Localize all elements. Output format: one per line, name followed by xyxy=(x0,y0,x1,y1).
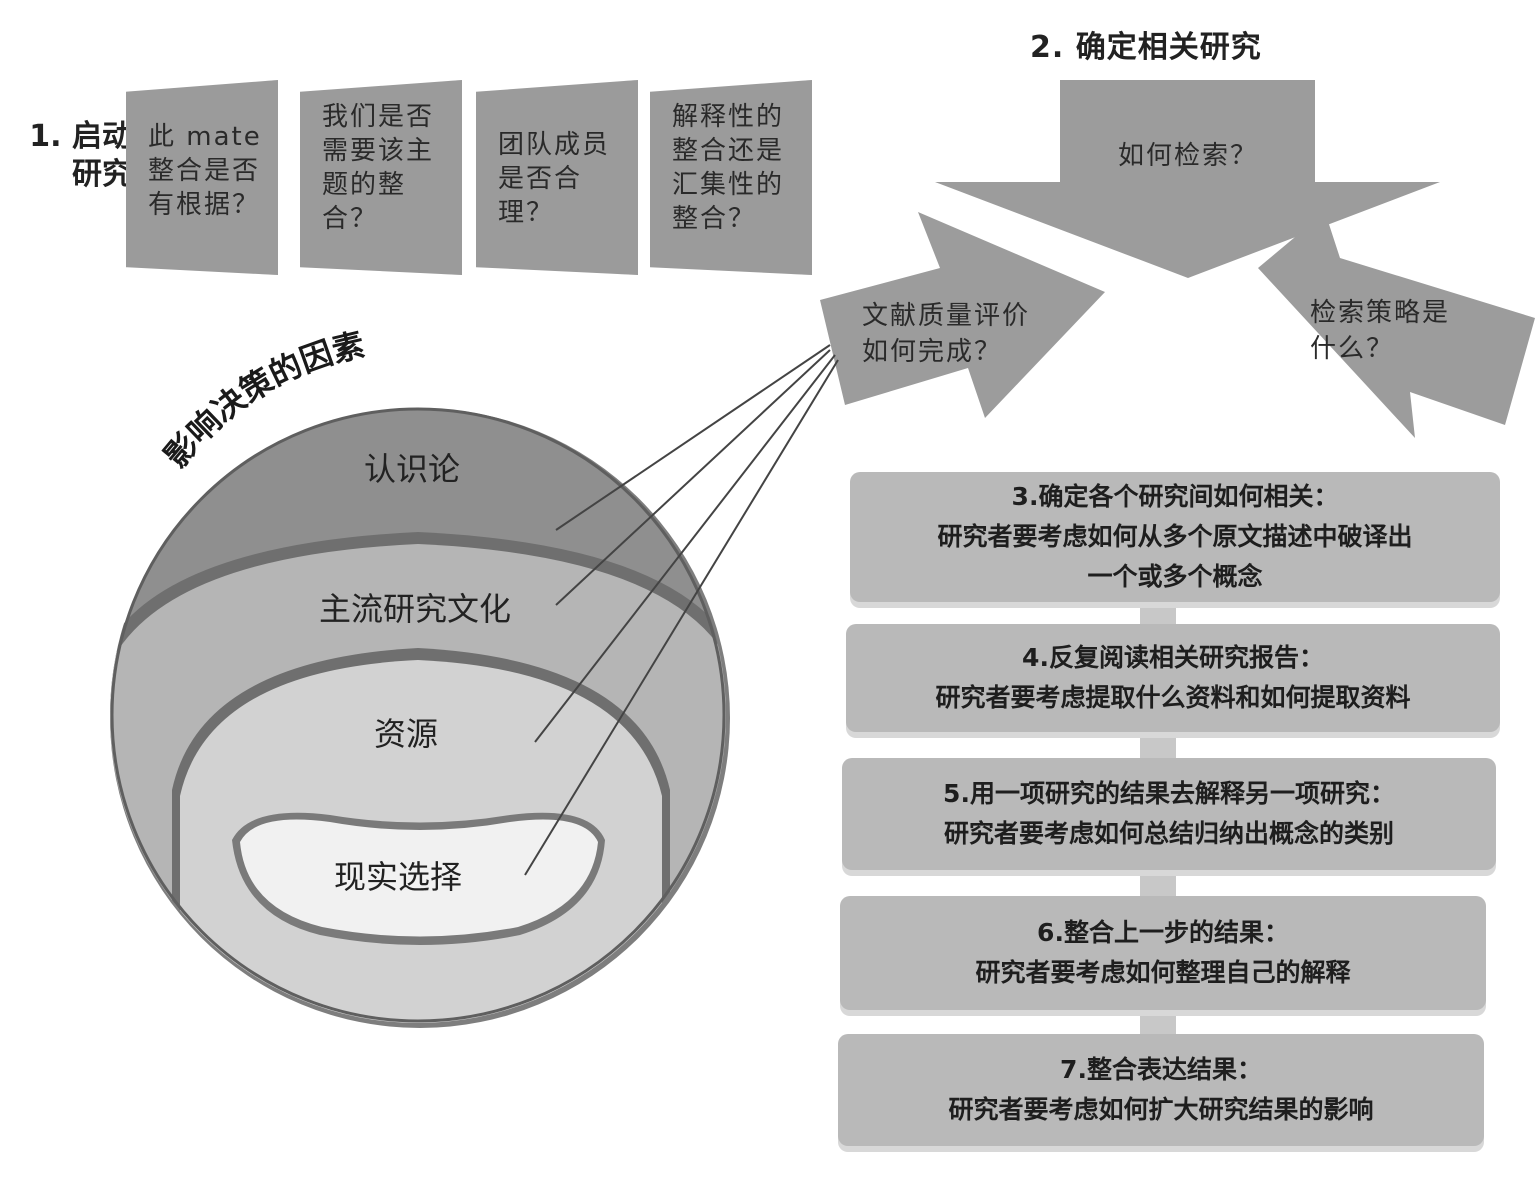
layer-label-research-culture: 主流研究文化 xyxy=(319,590,511,628)
question-line: 是否合 xyxy=(498,164,583,194)
question-line: 理？ xyxy=(498,198,555,228)
step-box-4: 4.反复阅读相关研究报告： 研究者要考虑提取什么资料和如何提取资料 xyxy=(846,624,1500,732)
question-line: 汇集性的 xyxy=(672,170,785,200)
step-title: 3.确定各个研究间如何相关： xyxy=(1011,482,1339,511)
step-title: 7.整合表达结果： xyxy=(1060,1055,1262,1084)
step-line: 研究者要考虑如何整理自己的解释 xyxy=(975,958,1351,987)
step-title: 4.反复阅读相关研究报告： xyxy=(1022,643,1324,672)
left-arrow-text: 文献质量评价 如何完成？ xyxy=(862,301,1031,367)
factor-connector-lines xyxy=(524,344,839,876)
left-arrow-shape xyxy=(820,212,1105,418)
step-line: 研究者要考虑提取什么资料和如何提取资料 xyxy=(935,683,1411,712)
step-box-5: 5.用一项研究的结果去解释另一项研究： 研究者要考虑如何总结归纳出概念的类别 xyxy=(842,758,1496,870)
question-line: 整合还是 xyxy=(672,136,785,166)
step-box-3: 3.确定各个研究间如何相关： 研究者要考虑如何从多个原文描述中破译出 一个或多个… xyxy=(850,472,1500,602)
step-title: 5.用一项研究的结果去解释另一项研究： xyxy=(943,779,1395,808)
question-line: 有根据？ xyxy=(148,190,261,220)
step1-label: 1. 启动 研究 xyxy=(29,119,132,192)
question-line: 合？ xyxy=(322,204,379,234)
step-box-6: 6.整合上一步的结果： 研究者要考虑如何整理自己的解释 xyxy=(840,896,1486,1010)
question-line: 此 mate xyxy=(148,122,262,152)
step2-title: 2. 确定相关研究 xyxy=(1030,30,1262,65)
question-line: 整合是否 xyxy=(148,156,261,186)
question-line: 团队成员 xyxy=(498,130,611,160)
question-line: 需要该主 xyxy=(322,136,435,166)
question-line: 解释性的 xyxy=(672,102,785,132)
layer-label-resources: 资源 xyxy=(374,715,438,753)
step-box-7: 7.整合表达结果： 研究者要考虑如何扩大研究结果的影响 xyxy=(838,1034,1484,1146)
question-card-4: 解释性的 整合还是 汇集性的 整合？ xyxy=(650,80,812,275)
step-line: 研究者要考虑如何扩大研究结果的影响 xyxy=(948,1095,1374,1124)
step-line: 研究者要考虑如何总结归纳出概念的类别 xyxy=(943,819,1394,848)
factors-sphere xyxy=(110,407,730,1028)
question-line: 我们是否 xyxy=(322,102,435,132)
layer-label-practical-choice: 现实选择 xyxy=(334,858,462,896)
right-arrow-text: 检索策略是 什么？ xyxy=(1310,298,1451,364)
question-card-3: 团队成员 是否合 理？ xyxy=(476,80,638,275)
step-line: 一个或多个概念 xyxy=(1087,562,1263,591)
question-line: 题的整 xyxy=(322,170,407,200)
step-line: 研究者要考虑如何从多个原文描述中破译出 xyxy=(937,522,1413,551)
top-arrow-text: 如何检索？ xyxy=(1118,141,1259,171)
layer-label-epistemology: 认识论 xyxy=(364,450,460,488)
question-card-2: 我们是否 需要该主 题的整 合？ xyxy=(300,80,462,275)
step-title: 6.整合上一步的结果： xyxy=(1037,918,1289,947)
right-arrow-shape xyxy=(1258,212,1535,438)
top-arrow-shape xyxy=(935,80,1440,278)
question-card-1: 此 mate 整合是否 有根据？ xyxy=(126,80,278,275)
question-line: 整合？ xyxy=(672,204,757,234)
